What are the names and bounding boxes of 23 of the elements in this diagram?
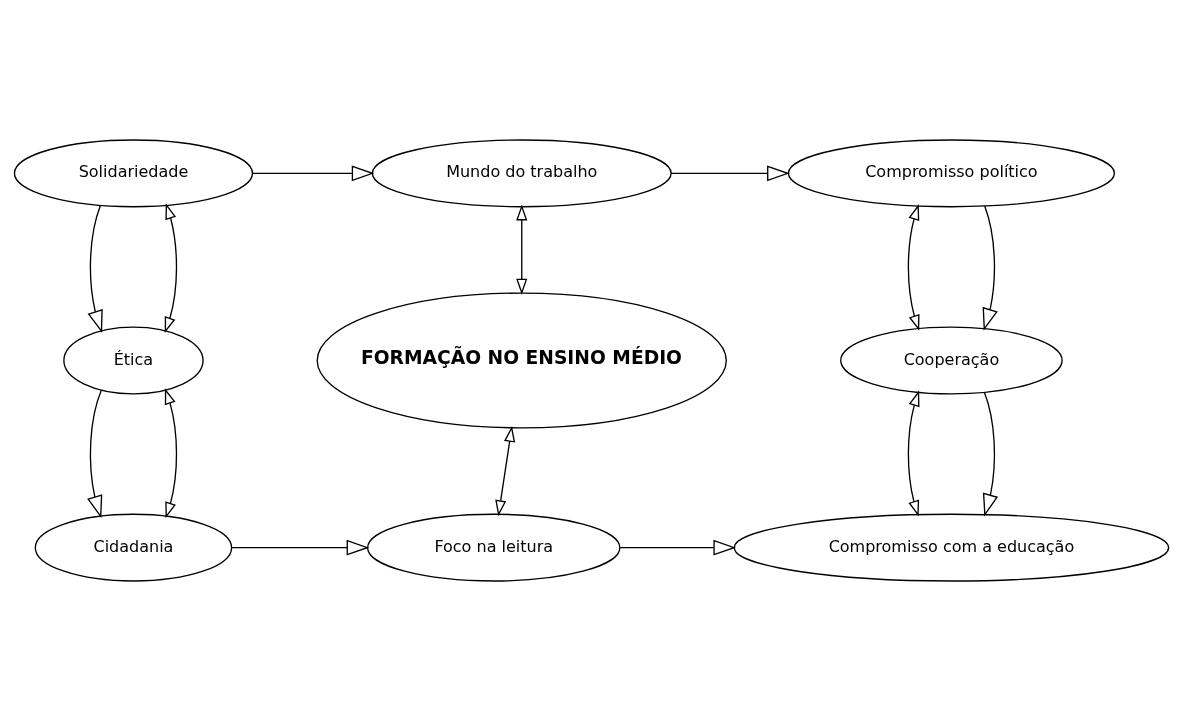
arrow — [516, 203, 528, 295]
arrow — [982, 391, 999, 516]
node-ellipse: Ética — [63, 325, 204, 394]
node-ellipse: Mundo do trabalho — [371, 138, 672, 207]
node-ellipse: FORMAÇÃO NO ENSINO MÉDIO — [316, 291, 727, 429]
arrow — [670, 164, 790, 181]
node-ellipse: Solidariedade — [13, 138, 254, 207]
arrow — [907, 203, 920, 331]
arrow — [619, 539, 737, 556]
arrow — [164, 387, 178, 518]
node-ellipse: Foco na leitura — [366, 513, 621, 582]
arrow — [87, 204, 103, 333]
arrow — [907, 389, 920, 516]
node-ellipse: Compromisso com a educação — [733, 513, 1170, 582]
arrow — [495, 425, 516, 516]
node-ellipse: Cooperação — [840, 325, 1063, 394]
node-ellipse: Cidadania — [34, 513, 233, 582]
arrow — [230, 539, 370, 556]
arrow — [87, 389, 103, 518]
node-ellipse: Compromisso político — [787, 138, 1116, 207]
arrow — [251, 164, 375, 181]
arrow — [164, 202, 178, 333]
arrow — [982, 204, 998, 331]
